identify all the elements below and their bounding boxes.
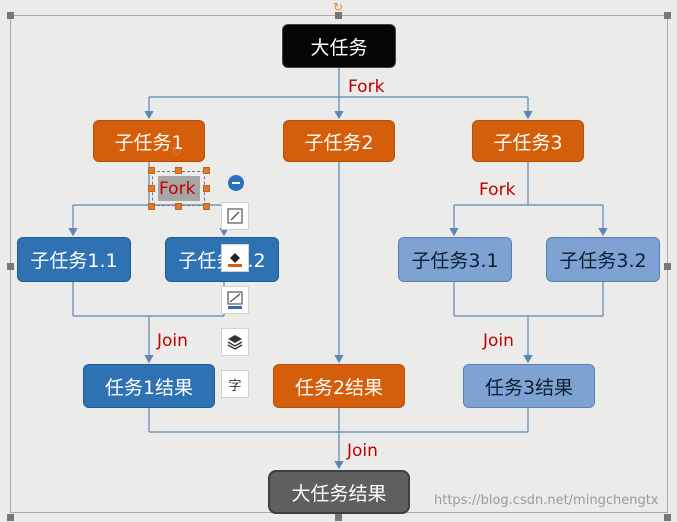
resize-handle-mr[interactable] <box>664 263 671 270</box>
node-result-3[interactable]: 任务3结果 <box>463 364 595 408</box>
layers-icon[interactable] <box>221 328 249 356</box>
selection-handle-bc[interactable] <box>175 203 182 210</box>
collapse-icon[interactable] <box>228 175 244 191</box>
node-subtask-3-2[interactable]: 子任务3.2 <box>546 237 660 282</box>
selection-handle-ml[interactable] <box>148 185 155 192</box>
label-join-left[interactable]: Join <box>157 331 188 351</box>
selection-handle-mr[interactable] <box>203 185 210 192</box>
rotate-handle-icon[interactable]: ↻ <box>333 0 344 14</box>
node-subtask-1-1[interactable]: 子任务1.1 <box>17 237 131 282</box>
node-main-task[interactable]: 大任务 <box>282 24 396 68</box>
selection-handle-tc[interactable] <box>175 167 182 174</box>
resize-handle-tc[interactable] <box>335 12 342 19</box>
line-color-icon[interactable] <box>221 286 249 314</box>
edit-shape-icon[interactable] <box>221 202 249 230</box>
fill-color-icon[interactable] <box>221 244 249 272</box>
resize-handle-bl[interactable] <box>7 514 14 521</box>
resize-handle-br[interactable] <box>664 514 671 521</box>
selected-label-highlight <box>158 176 200 201</box>
selection-handle-tl[interactable] <box>148 167 155 174</box>
selection-handle-bl[interactable] <box>148 203 155 210</box>
text-format-icon[interactable]: 字 <box>221 370 249 398</box>
text-format-glyph: 字 <box>228 378 242 394</box>
label-join-right[interactable]: Join <box>483 331 514 351</box>
label-fork-right[interactable]: Fork <box>479 180 516 200</box>
label-join-bottom[interactable]: Join <box>347 441 378 461</box>
node-subtask-2[interactable]: 子任务2 <box>283 120 395 162</box>
resize-handle-tr[interactable] <box>664 12 671 19</box>
label-fork-top[interactable]: Fork <box>348 77 385 97</box>
selection-handle-tr[interactable] <box>203 167 210 174</box>
resize-handle-bc[interactable] <box>335 514 342 521</box>
label-fork-selected[interactable]: Fork <box>159 179 196 199</box>
resize-handle-tl[interactable] <box>7 12 14 19</box>
node-subtask-1[interactable]: 子任务1 <box>93 120 205 162</box>
node-result-1[interactable]: 任务1结果 <box>83 364 215 408</box>
resize-handle-ml[interactable] <box>7 263 14 270</box>
selection-rotate-icon[interactable]: ↻ <box>171 145 182 160</box>
node-final-result[interactable]: 大任务结果 <box>268 470 410 514</box>
watermark-text: https://blog.csdn.net/mingchengtx <box>434 493 659 508</box>
node-subtask-3-1[interactable]: 子任务3.1 <box>398 237 512 282</box>
selection-handle-br[interactable] <box>203 203 210 210</box>
node-result-2[interactable]: 任务2结果 <box>273 364 405 408</box>
node-subtask-3[interactable]: 子任务3 <box>472 120 584 162</box>
